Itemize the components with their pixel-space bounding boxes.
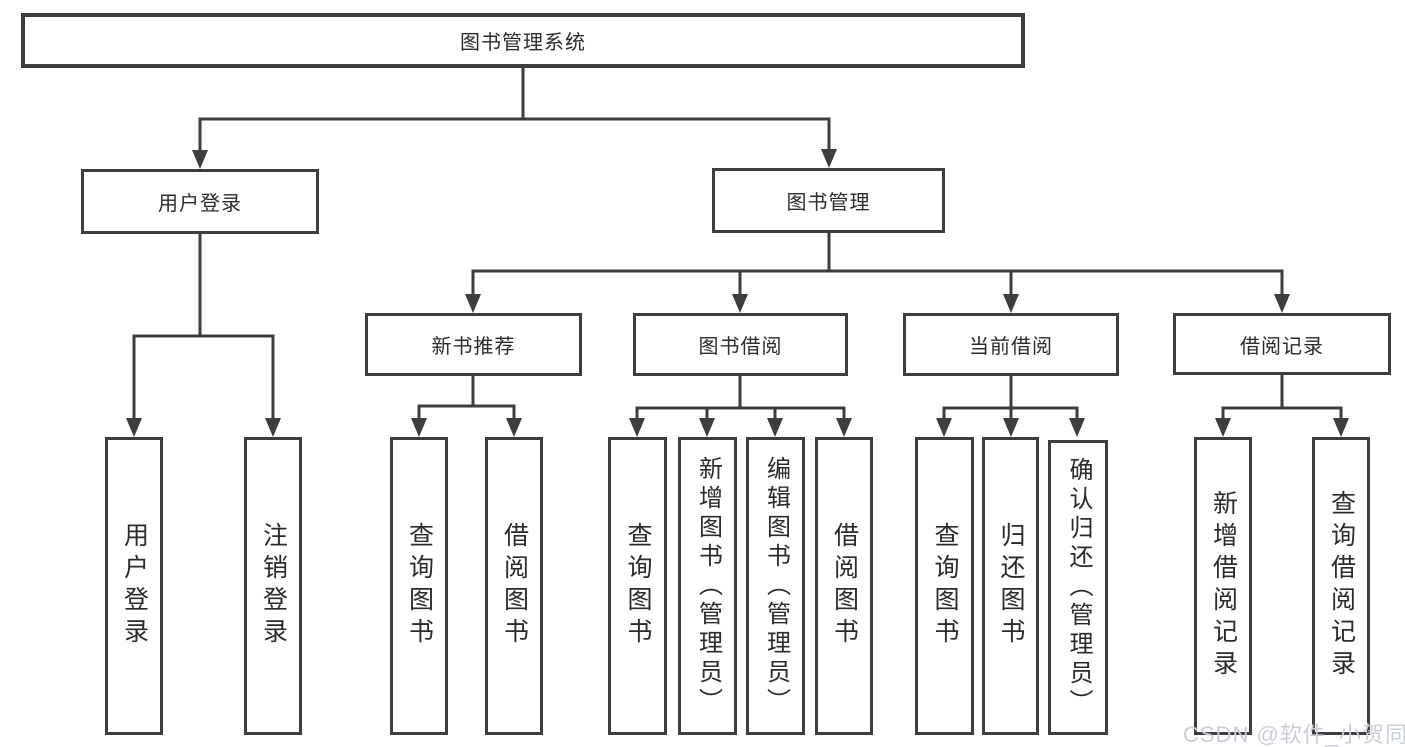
leaf-borrow-book: 借阅图书 bbox=[815, 437, 873, 735]
node-user-login: 用户登录 bbox=[81, 169, 319, 234]
leaf-label: 新增借阅记录 bbox=[1209, 490, 1238, 682]
leaf-label: 归还图书 bbox=[997, 522, 1025, 650]
node-borrowing-records: 借阅记录 bbox=[1173, 313, 1391, 375]
arrow-down-icon bbox=[126, 418, 142, 437]
leaf-add-borrow-record: 新增借阅记录 bbox=[1194, 437, 1252, 735]
arrow-down-icon bbox=[1333, 418, 1349, 437]
leaf-label: 编辑图书（管理员） bbox=[762, 455, 790, 717]
leaf-label: 借阅图书 bbox=[830, 522, 859, 650]
node-book-management: 图书管理 bbox=[712, 168, 945, 233]
arrow-down-icon bbox=[732, 294, 748, 313]
node-current-borrowing: 当前借阅 bbox=[903, 313, 1119, 376]
arrow-down-icon bbox=[506, 418, 522, 437]
leaf-add-book-admin: 新增图书（管理员） bbox=[678, 437, 737, 735]
node-library-management-system: 图书管理系统 bbox=[21, 13, 1025, 68]
arrow-down-icon bbox=[1215, 418, 1231, 437]
node-new-book-recommend: 新书推荐 bbox=[365, 313, 582, 376]
leaf-logout: 注销登录 bbox=[244, 437, 302, 735]
leaf-label: 查询图书 bbox=[624, 522, 652, 650]
arrow-down-icon bbox=[629, 418, 645, 437]
arrow-down-icon bbox=[699, 418, 715, 437]
leaf-return-book: 归还图书 bbox=[982, 437, 1039, 735]
leaf-query-book: 查询图书 bbox=[390, 437, 448, 735]
arrow-down-icon bbox=[1274, 294, 1290, 313]
arrow-down-icon bbox=[465, 294, 481, 313]
leaf-query-book: 查询图书 bbox=[608, 437, 667, 735]
leaf-label: 查询借阅记录 bbox=[1327, 490, 1356, 682]
leaf-label: 注销登录 bbox=[259, 522, 288, 650]
leaf-label: 查询图书 bbox=[931, 522, 959, 650]
leaf-user-login: 用户登录 bbox=[105, 437, 163, 735]
arrow-down-icon bbox=[1003, 294, 1019, 313]
leaf-query-borrow-record: 查询借阅记录 bbox=[1312, 437, 1370, 735]
arrow-down-icon bbox=[265, 418, 281, 437]
leaf-borrow-book: 借阅图书 bbox=[485, 437, 543, 735]
arrow-down-icon bbox=[836, 418, 852, 437]
arrow-down-icon bbox=[192, 150, 208, 169]
leaf-label: 确认归还（管理员） bbox=[1065, 457, 1092, 718]
arrow-down-icon bbox=[936, 418, 952, 437]
csdn-watermark: CSDN @软件_小贺同学 bbox=[1183, 722, 1405, 747]
leaf-edit-book-admin: 编辑图书（管理员） bbox=[746, 437, 805, 735]
leaf-label: 用户登录 bbox=[120, 522, 149, 650]
leaf-query-book: 查询图书 bbox=[915, 437, 974, 735]
leaf-confirm-return-admin: 确认归还（管理员） bbox=[1048, 440, 1108, 735]
leaf-label: 新增图书（管理员） bbox=[694, 455, 722, 717]
arrow-down-icon bbox=[821, 149, 837, 168]
node-book-borrowing: 图书借阅 bbox=[633, 313, 848, 376]
arrow-down-icon bbox=[1069, 418, 1085, 437]
leaf-label: 查询图书 bbox=[405, 522, 434, 650]
arrow-down-icon bbox=[1003, 418, 1019, 437]
arrow-down-icon bbox=[411, 418, 427, 437]
leaf-label: 借阅图书 bbox=[500, 522, 529, 650]
arrow-down-icon bbox=[767, 418, 783, 437]
